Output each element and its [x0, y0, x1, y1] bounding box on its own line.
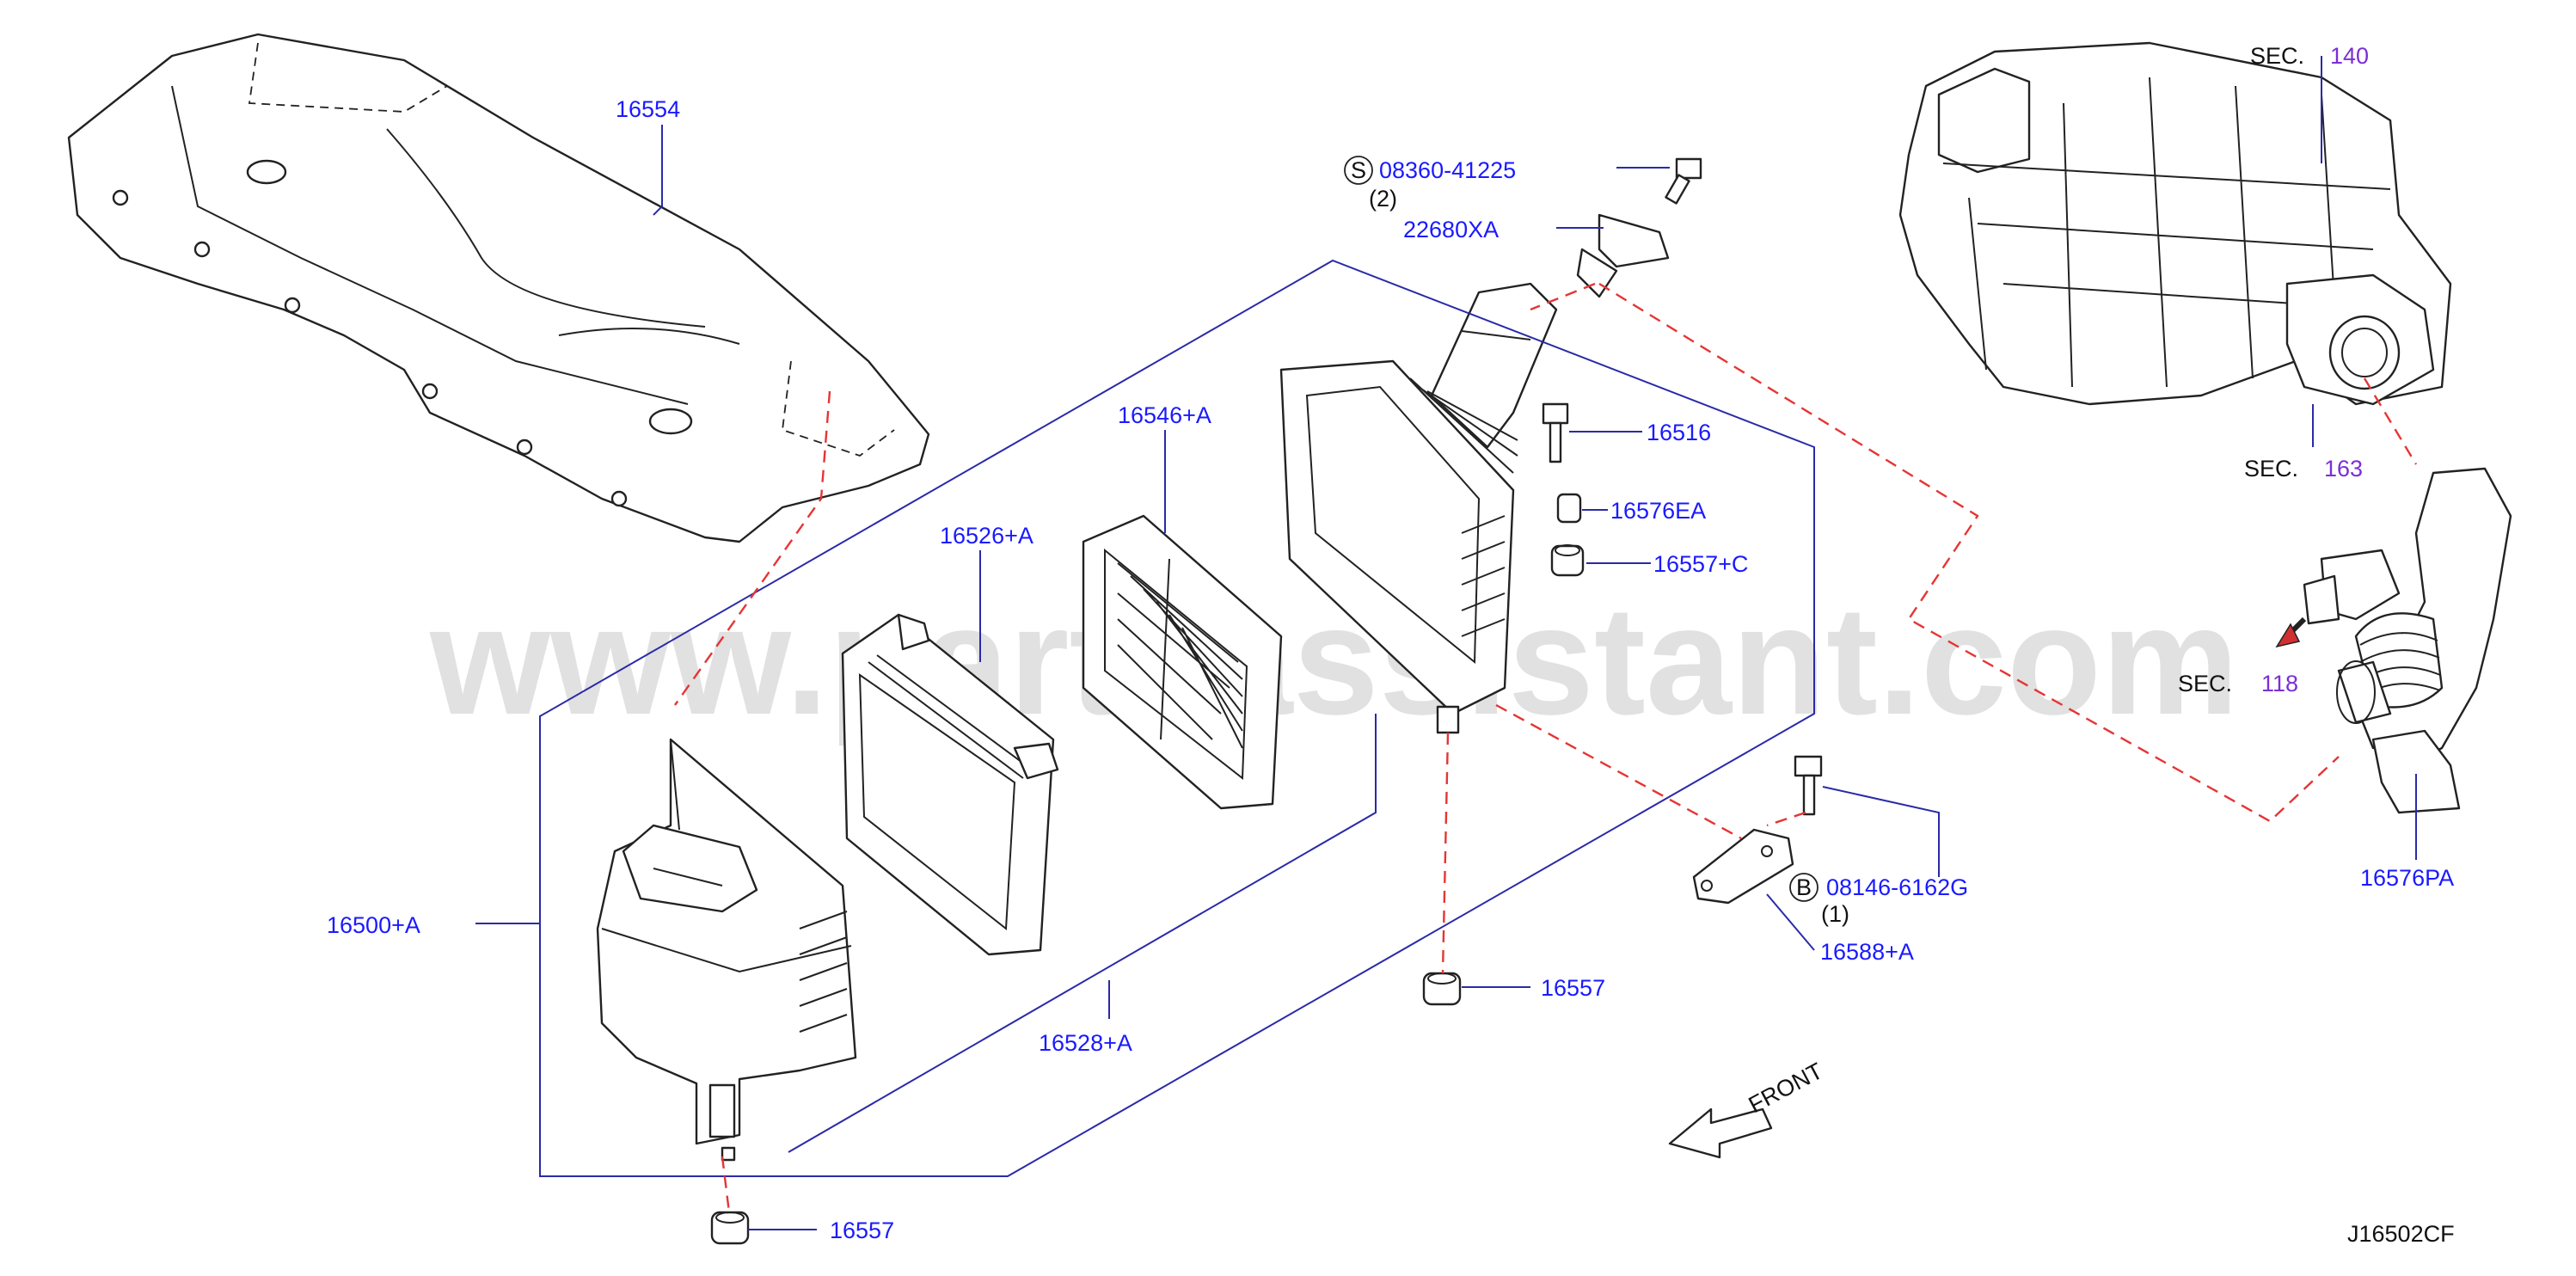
sec118-reference[interactable]: SEC. 118: [2178, 671, 2298, 696]
s-marker-text: S: [1351, 157, 1366, 183]
watermark: www.partsassistant.com: [429, 574, 2239, 747]
grommet-16557-upper[interactable]: [1422, 972, 1462, 1006]
link-cover-to-grommet: [1441, 732, 1450, 974]
link-sensor-to-duct: [1598, 282, 2340, 823]
label-08360-qty: (2): [1369, 186, 1397, 212]
lead-16588: [1766, 893, 1815, 951]
bracket-16588[interactable]: [1692, 828, 1794, 905]
label-16576EA[interactable]: 16576EA: [1610, 498, 1706, 524]
lead-16528-bracket: [788, 714, 1377, 1153]
air-cleaner-upper-cover-16528[interactable]: [1279, 282, 1558, 734]
label-08146[interactable]: 08146-6162G: [1826, 874, 1968, 900]
lead-08146: [1822, 786, 1940, 877]
bolt-08360-41225[interactable]: [1665, 157, 1702, 205]
air-filter-element-16546[interactable]: [1082, 514, 1283, 810]
sec118-label: SEC.: [2178, 671, 2232, 696]
label-16526[interactable]: 16526+A: [940, 523, 1033, 549]
label-08360-group[interactable]: S 08360-41225 (2): [1344, 156, 1516, 212]
grommet-16557C[interactable]: [1550, 544, 1585, 577]
filter-frame-16526[interactable]: [841, 613, 1059, 956]
bolt-08146-6162G[interactable]: [1794, 755, 1823, 816]
air-duct-cover-16554[interactable]: [67, 33, 930, 543]
sec118-arrow-icon: [2275, 617, 2307, 648]
air-inlet-duct-16576PA[interactable]: [2303, 467, 2512, 814]
collar-16576EA[interactable]: [1556, 493, 1582, 524]
intake-manifold-sec140: [1898, 41, 2452, 406]
sec140-label: SEC.: [2250, 43, 2304, 69]
label-08146-qty: (1): [1821, 901, 1849, 927]
label-16557C[interactable]: 16557+C: [1653, 551, 1748, 577]
label-08360[interactable]: 08360-41225: [1379, 157, 1516, 183]
label-16546[interactable]: 16546+A: [1118, 402, 1211, 428]
link-cover-to-bracket: [1495, 703, 1742, 840]
label-16576PA[interactable]: 16576PA: [2360, 865, 2454, 891]
label-16557-upper[interactable]: 16557: [1541, 975, 1605, 1001]
link-duct-to-manifold: [2363, 377, 2418, 465]
b-marker-text: B: [1796, 874, 1812, 900]
bolt-16516[interactable]: [1542, 402, 1569, 463]
label-08146-group[interactable]: B 08146-6162G (1): [1789, 873, 1968, 927]
link-sensor-to-cover: [1530, 282, 1596, 311]
label-16500[interactable]: 16500+A: [327, 912, 420, 938]
link-case-to-grommet: [721, 1156, 731, 1213]
front-arrow-icon: [1668, 1107, 1773, 1159]
air-cleaner-lower-case-16500[interactable]: [596, 738, 857, 1162]
s-marker-icon: [1344, 156, 1373, 185]
grommet-16557-lower[interactable]: [710, 1211, 750, 1245]
label-16557-lower[interactable]: 16557: [830, 1218, 894, 1243]
front-label: FRONT: [1745, 1058, 1827, 1118]
sec140-number[interactable]: 140: [2330, 43, 2369, 69]
b-marker-icon: [1789, 873, 1819, 902]
sec163-number[interactable]: 163: [2324, 456, 2363, 482]
sec163-label: SEC.: [2244, 456, 2298, 482]
label-16588[interactable]: 16588+A: [1820, 939, 1914, 965]
link-bolt-to-bracket: [1766, 811, 1806, 827]
diagram-code: J16502CF: [2347, 1221, 2455, 1247]
assembly-enclosure: [539, 259, 1815, 1177]
air-flow-sensor-22680XA[interactable]: [1576, 213, 1670, 298]
label-22680XA[interactable]: 22680XA: [1403, 217, 1499, 242]
sec140-reference[interactable]: SEC. 140: [2250, 43, 2369, 69]
label-16554[interactable]: 16554: [616, 96, 680, 122]
link-cover-to-case: [674, 390, 831, 706]
sec118-number[interactable]: 118: [2261, 671, 2298, 696]
lead-16554: [653, 125, 663, 216]
label-16528[interactable]: 16528+A: [1039, 1030, 1132, 1056]
label-16516[interactable]: 16516: [1647, 420, 1711, 445]
sec163-reference[interactable]: SEC. 163: [2244, 456, 2363, 482]
